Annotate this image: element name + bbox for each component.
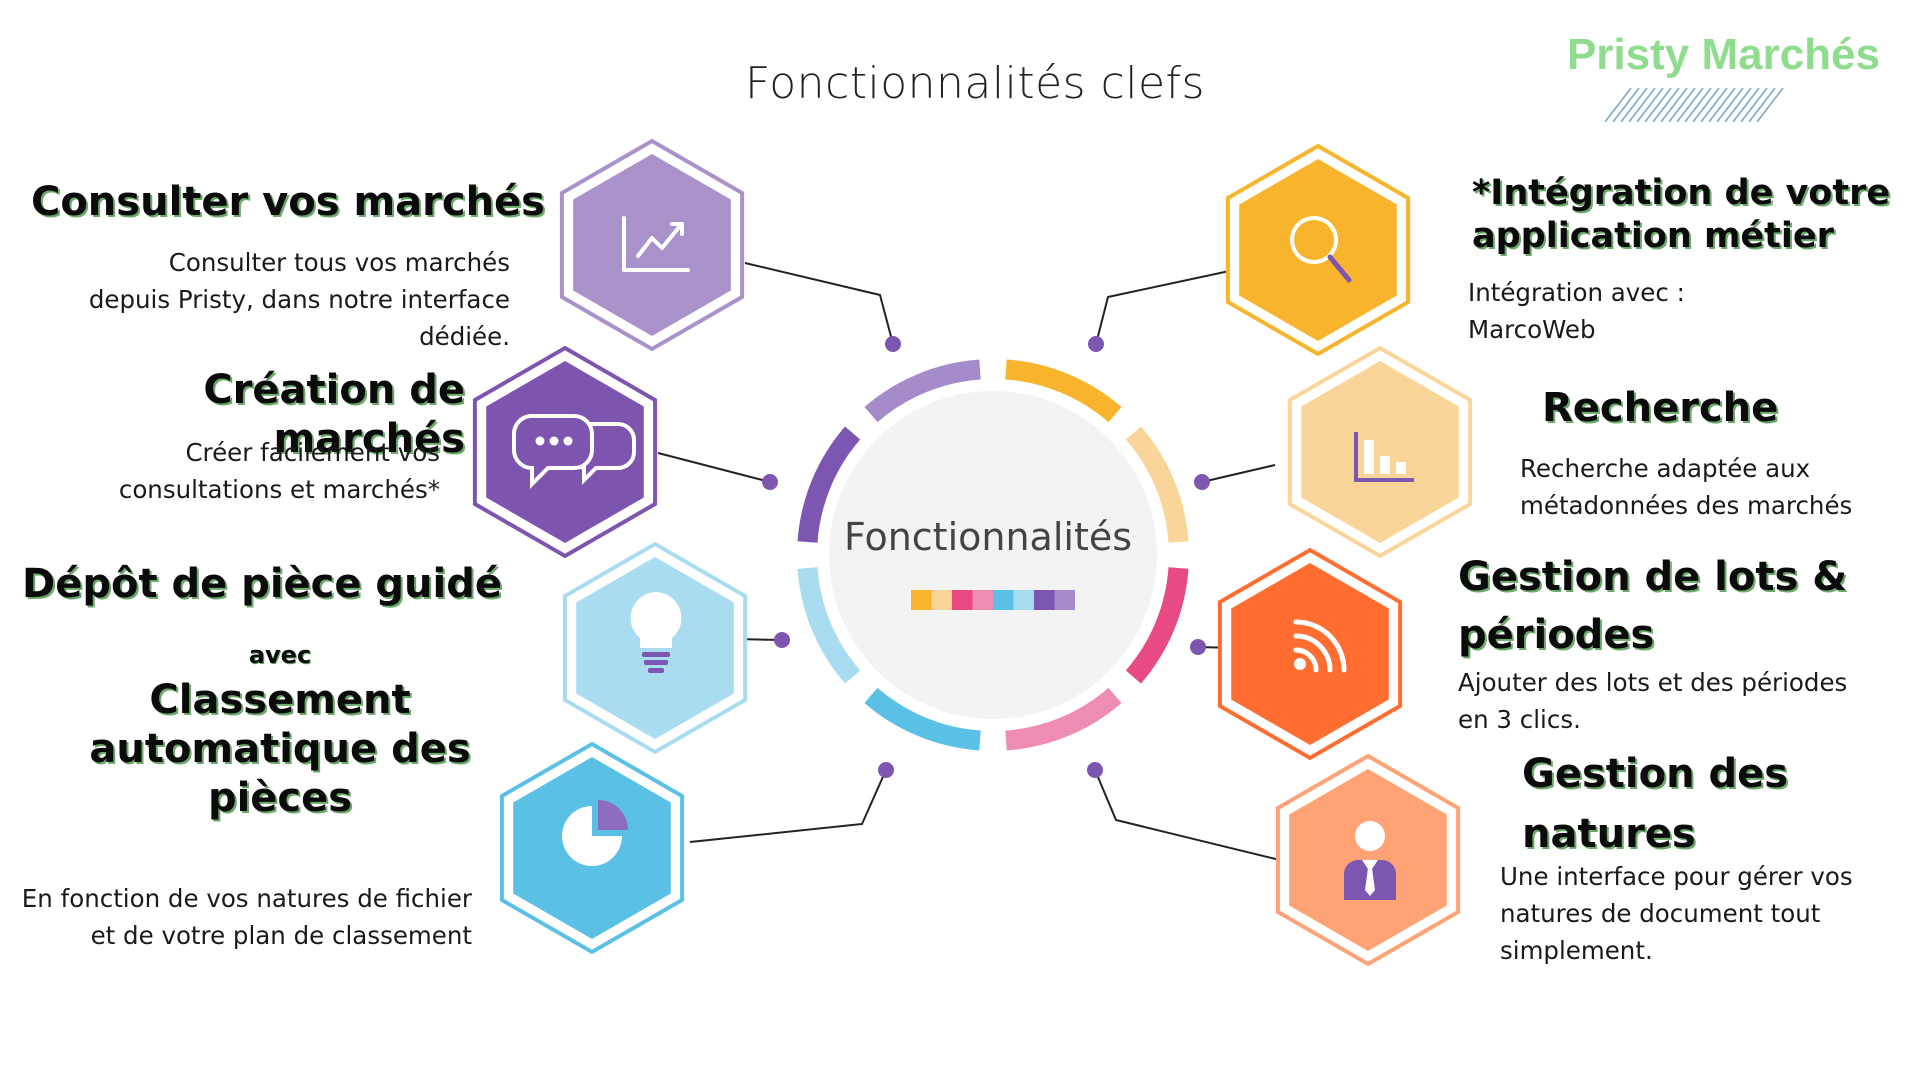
feature-title-creation: Création de marchés xyxy=(203,367,465,462)
central-circle xyxy=(829,391,1157,719)
hub-swatch xyxy=(952,590,973,610)
hub-label: Fonctionnalités xyxy=(843,515,1133,559)
brand-hatch-decoration xyxy=(1605,88,1784,122)
feature-title-consulter: Consulter vos marchés xyxy=(30,179,545,225)
dot-integration xyxy=(1088,336,1104,352)
hex-fill-recherche xyxy=(1301,361,1459,543)
hub-swatch xyxy=(931,590,952,610)
dot-recherche xyxy=(1194,474,1210,490)
signal-icon xyxy=(1293,619,1347,673)
hub-color-swatches xyxy=(911,590,1075,610)
hex-recherche xyxy=(1287,345,1473,559)
connector-recherche xyxy=(1201,464,1276,483)
segment-lots xyxy=(1125,567,1189,684)
dot-classement xyxy=(878,762,894,778)
hex-integration xyxy=(1225,143,1411,357)
pie-chart-icon xyxy=(562,800,628,866)
feature-title-natures: Gestion des natures xyxy=(1522,751,1789,857)
feature-title-classement: Classement automatique des pièces xyxy=(89,677,471,821)
connector-creation xyxy=(657,452,771,483)
page-title: Fonctionnalités clefs xyxy=(745,58,1205,109)
feature-desc-classement: En fonction de vos natures de fichier et… xyxy=(21,884,472,950)
hub-swatch xyxy=(1034,590,1055,610)
feature-title-recherche: Recherche xyxy=(1542,385,1779,431)
dot-depot xyxy=(774,632,790,648)
feature-desc-creation: Créer facilement vos consultations et ma… xyxy=(118,438,440,504)
dot-creation xyxy=(762,474,778,490)
feature-title-lots: Gestion de lots & périodes xyxy=(1458,554,1848,658)
segment-natures xyxy=(1005,687,1122,751)
connector-dots xyxy=(762,336,1210,778)
central-ring xyxy=(797,359,1189,751)
chat-bubbles-icon xyxy=(511,414,636,489)
feature-title-integration: *Intégration de votre application métier xyxy=(1472,173,1891,256)
segment-consulter xyxy=(864,359,981,423)
magnifier-icon xyxy=(1290,216,1352,283)
feature-desc-consulter: Consulter tous vos marchés depuis Pristy… xyxy=(88,248,510,351)
hub-swatch xyxy=(1054,590,1075,610)
dot-lots xyxy=(1190,639,1206,655)
bar-chart-icon xyxy=(1354,432,1414,482)
hex-consulter xyxy=(559,138,745,352)
feature-desc-integration: Intégration avec : MarcoWeb xyxy=(1468,278,1685,344)
connector-integration xyxy=(1095,266,1249,345)
user-tie-icon xyxy=(1344,821,1396,900)
segment-classement xyxy=(864,687,981,751)
feature-desc-lots: Ajouter des lots et des périodes en 3 cl… xyxy=(1458,668,1848,734)
feature-connector-avec: avec xyxy=(248,641,312,669)
feature-title-depot: Dépôt de pièce guidé xyxy=(22,561,502,607)
chart-line-icon xyxy=(622,216,690,272)
brand-logo: Pristy Marchés xyxy=(1566,30,1880,79)
hub-swatch xyxy=(993,590,1014,610)
lightbulb-icon xyxy=(630,592,682,673)
hub-swatch xyxy=(911,590,932,610)
feature-desc-natures: Une interface pour gérer vos natures de … xyxy=(1500,862,1853,965)
hex-fill-consulter xyxy=(573,154,731,336)
connector-consulter xyxy=(744,262,894,345)
feature-desc-recherche: Recherche adaptée aux métadonnées des ma… xyxy=(1520,454,1853,520)
hub-swatch xyxy=(1013,590,1034,610)
segment-recherche xyxy=(1125,426,1189,543)
connector-classement xyxy=(689,769,887,843)
segment-integration xyxy=(1005,359,1122,423)
segment-creation xyxy=(797,426,861,543)
dot-consulter xyxy=(885,336,901,352)
connector-lines xyxy=(657,262,1289,863)
hub-swatch xyxy=(972,590,993,610)
segment-depot xyxy=(797,567,861,684)
hex-fill-integration xyxy=(1239,159,1397,341)
connector-natures xyxy=(1094,769,1289,863)
dot-natures xyxy=(1087,762,1103,778)
